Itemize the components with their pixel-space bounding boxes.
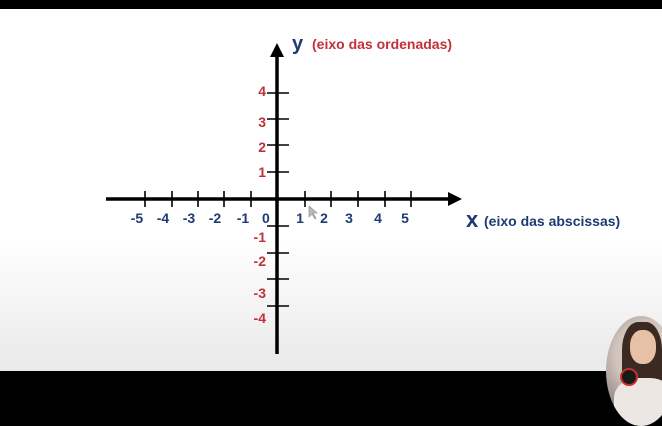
x-tick-label: -2 [209,210,222,226]
x-axis-arrow [448,192,462,206]
x-tick-label: 1 [296,210,304,226]
x-tick-label: -5 [131,210,144,226]
presenter-webcam-icon [606,316,662,426]
y-axis-letter: y [292,33,304,55]
microphone-icon [620,368,638,386]
bottom-letterbox-bar [0,371,662,415]
x-axis-letter: x [466,207,479,232]
x-tick-label: -4 [157,210,170,226]
x-tick-label: -1 [237,210,250,226]
y-tick-label: 3 [258,114,266,130]
y-axis-arrow [270,43,284,57]
y-tick-label: -4 [254,310,267,326]
slide-background-fade [0,239,662,371]
x-tick-label: 4 [374,210,382,226]
y-tick-label: -2 [254,253,267,269]
y-tick-label: 4 [258,83,266,99]
x-tick-label: 5 [401,210,409,226]
x-tick-label: -3 [183,210,196,226]
y-tick-label: -1 [254,229,267,245]
x-tick-label: 2 [320,210,328,226]
origin-label: 0 [262,210,270,226]
y-axis-ticks [267,92,289,307]
x-axis-ticks [144,191,412,207]
top-letterbox-bar [0,0,662,9]
y-axis-tick-labels: 1 2 3 4 -1 -2 -3 -4 [254,83,267,326]
x-axis-caption: (eixo das abscissas) [484,213,620,229]
y-axis-caption: (eixo das ordenadas) [312,36,452,52]
y-tick-label: 2 [258,139,266,155]
y-tick-label: 1 [258,164,266,180]
y-tick-label: -3 [254,285,267,301]
x-tick-label: 3 [345,210,353,226]
mouse-cursor-icon [308,205,318,220]
